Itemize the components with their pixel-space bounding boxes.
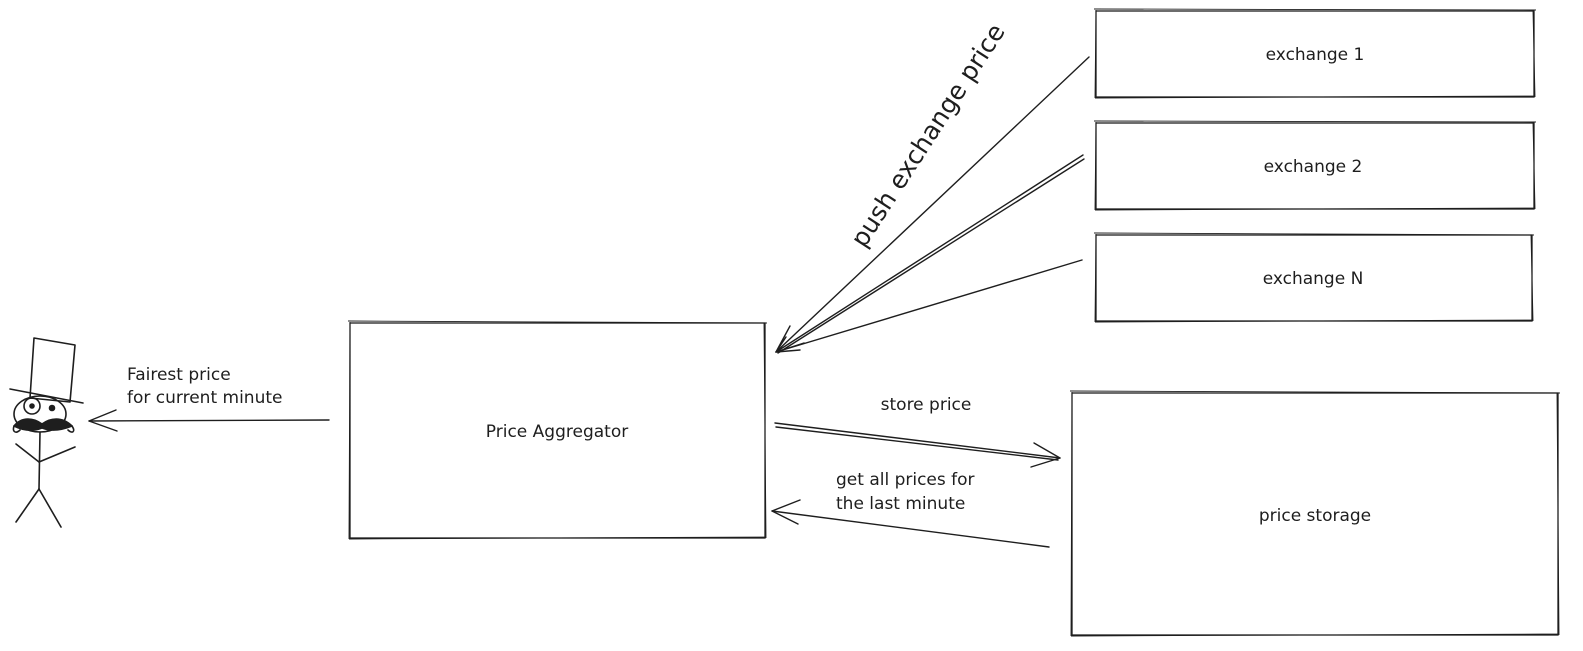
store-arrowhead-icon <box>1030 442 1061 468</box>
exchange-2-label: exchange 2 <box>1264 157 1363 177</box>
exchange-2-node[interactable]: exchange 2 <box>1093 120 1537 211</box>
push-arrows <box>775 56 1090 354</box>
gentleman-stick-figure-icon <box>9 337 84 528</box>
price-aggregator-label: Price Aggregator <box>486 422 628 442</box>
fairest-price-arrow <box>88 409 330 432</box>
get-prices-arrow <box>771 499 1050 548</box>
store-price-label: store price <box>881 395 972 415</box>
get-arrowhead-icon <box>771 499 801 525</box>
exchange-n-label: exchange N <box>1263 269 1364 289</box>
exchange-1-node[interactable]: exchange 1 <box>1093 8 1537 99</box>
fairest-price-label-line2: for current minute <box>127 388 282 408</box>
push-arrowhead-icon <box>775 325 805 353</box>
price-aggregator-node[interactable]: Price Aggregator <box>347 320 768 540</box>
store-price-arrow <box>774 422 1061 468</box>
fairest-arrowhead-icon <box>88 409 118 432</box>
arrow-exchange-1-to-aggregator <box>775 56 1090 353</box>
fairest-price-label-line1: Fairest price <box>127 365 231 385</box>
arrow-exchange-2-to-aggregator <box>775 154 1085 354</box>
price-storage-label: price storage <box>1259 506 1371 526</box>
exchange-n-node[interactable]: exchange N <box>1093 232 1535 323</box>
price-storage-node[interactable]: price storage <box>1069 390 1561 637</box>
get-prices-label-line2: the last minute <box>836 494 965 514</box>
get-prices-label-line1: get all prices for <box>836 470 975 490</box>
arrow-exchange-n-to-aggregator <box>775 259 1083 353</box>
exchange-1-label: exchange 1 <box>1266 45 1365 65</box>
